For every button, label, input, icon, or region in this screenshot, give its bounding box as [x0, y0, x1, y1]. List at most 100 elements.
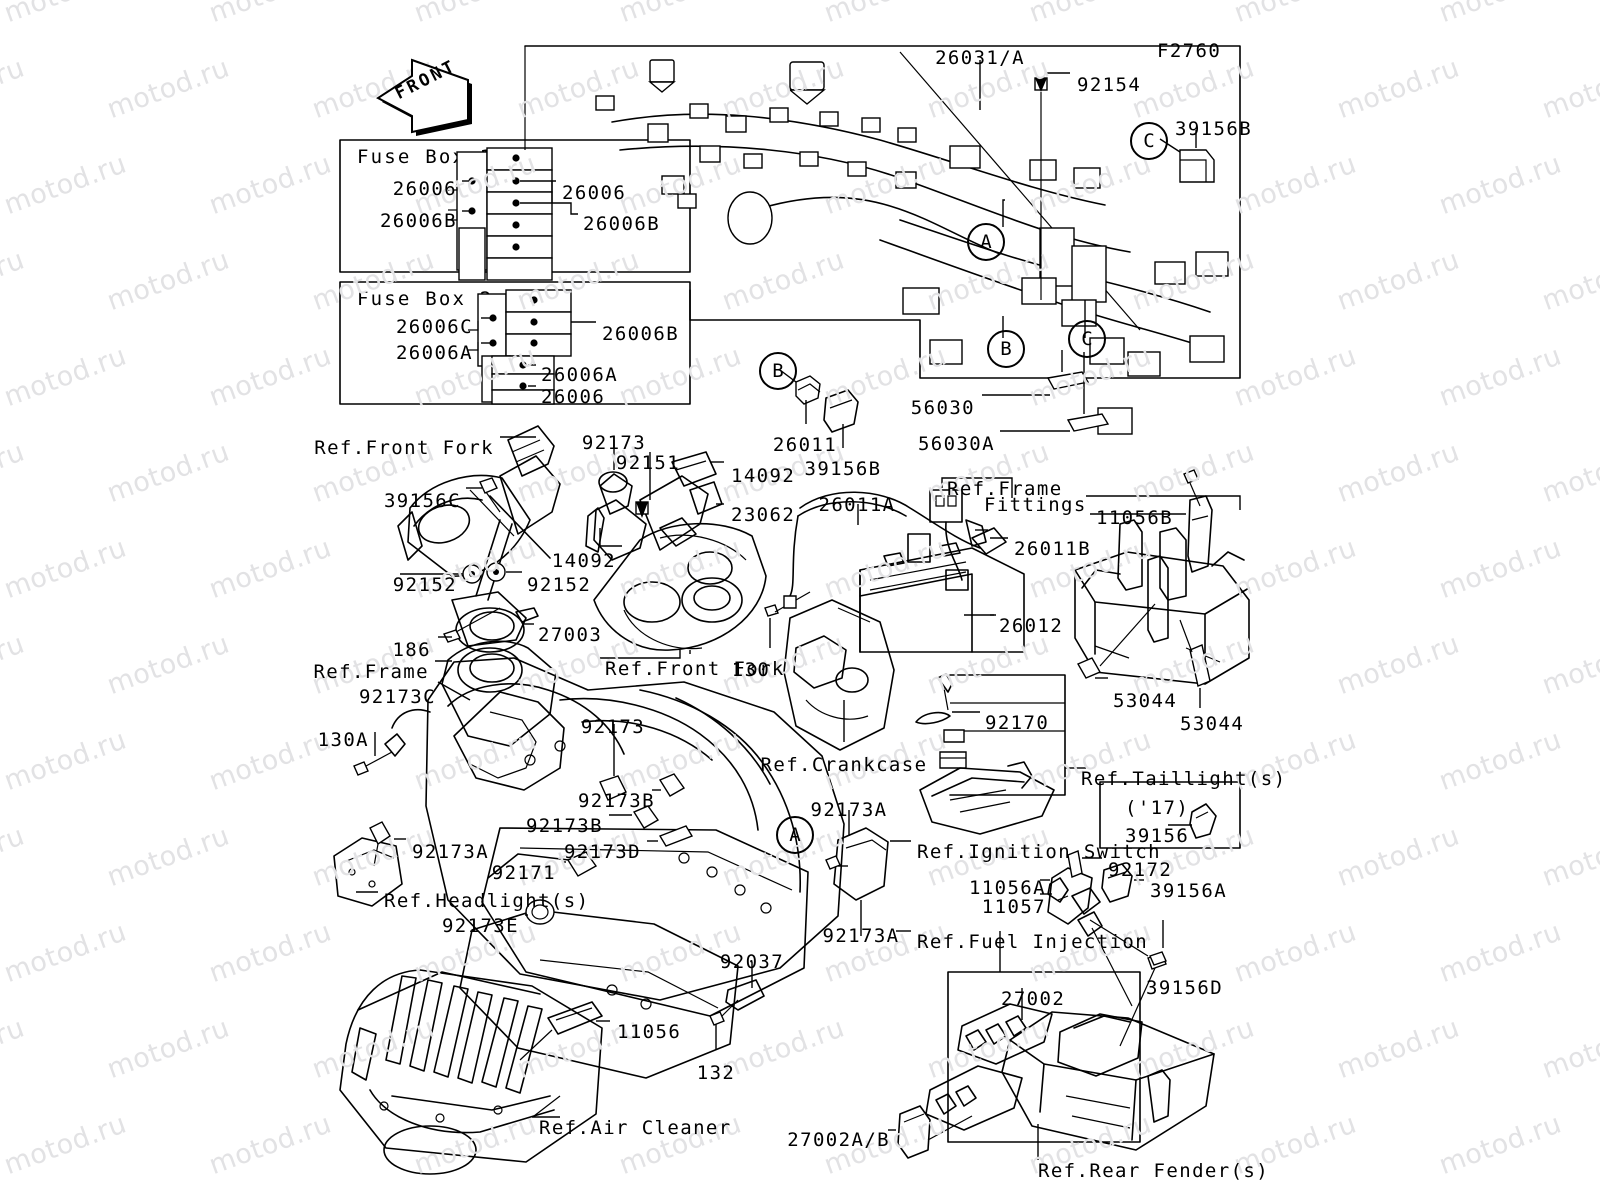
circle-tag-b-top: B: [987, 330, 1025, 368]
part-callout: 14092: [551, 550, 616, 572]
part-callout: Ref.Frame: [313, 661, 429, 683]
part-callout: 53044: [1113, 690, 1178, 712]
relay-39156b-top: [1159, 130, 1215, 183]
part-callout: 92151: [615, 452, 681, 474]
part-callout: Ref.Crankcase: [760, 754, 928, 776]
part-callout: 92172: [1108, 859, 1173, 881]
part-callout: 39156B: [804, 458, 882, 480]
part-callout: 39156D: [1146, 977, 1224, 999]
part-callout: ('17): [1125, 797, 1190, 819]
part-callout: 27002: [1001, 988, 1066, 1010]
part-callout: 23062: [731, 504, 796, 526]
part-callout: 39156C: [383, 490, 461, 512]
part-callout: 26006C: [395, 316, 473, 338]
part-callout: 53044: [1180, 713, 1245, 735]
part-callout: 26006A: [541, 364, 619, 386]
air-cleaner-ref: [339, 969, 610, 1175]
part-callout: 39156B: [1175, 118, 1253, 140]
part-callout: Ref.Air Cleaner: [539, 1117, 732, 1139]
part-callout: 56030: [910, 397, 975, 419]
main-harness-group: [524, 45, 1241, 435]
part-callout: 92170: [985, 712, 1050, 734]
part-callout: 92173C: [358, 686, 436, 708]
circle-tag-a-frame: A: [776, 816, 814, 854]
part-callout: Ref.Front Fork: [605, 658, 785, 680]
part-callout: 26011A: [818, 494, 896, 516]
part-callout: 11057: [981, 896, 1046, 918]
circle-tag-a-top: A: [967, 223, 1005, 261]
part-callout: 11056B: [1096, 507, 1174, 529]
part-callout: 26031/A: [935, 47, 1025, 69]
fuse-box-2-graphic: [468, 289, 596, 405]
front-direction-arrow: FRONT: [376, 56, 486, 142]
part-callout: 27002A/B: [787, 1129, 890, 1151]
part-callout: 130A: [317, 729, 369, 751]
circle-tag-c-top: C: [1068, 320, 1106, 358]
part-callout: Ref.Ignition Switch: [917, 841, 1161, 863]
part-callout: Ref.Fuel Injection: [917, 931, 1149, 953]
taillight-group: [915, 673, 1078, 835]
part-callout: 92152: [527, 574, 592, 596]
part-callout: 92173E: [441, 915, 519, 937]
part-callout: 92173D: [563, 841, 641, 863]
part-callout: 92152: [392, 574, 457, 596]
part-callout: 92173: [580, 716, 646, 738]
front-fork-assembly: [397, 425, 561, 653]
part-callout: 26006: [562, 182, 627, 204]
part-callout: 92173B: [577, 790, 655, 812]
battery-tray-group: [1074, 469, 1250, 708]
part-callout: Ref.Rear Fender(s): [1038, 1160, 1270, 1182]
part-callout: 26012: [999, 615, 1064, 637]
part-callout: 92037: [719, 951, 785, 973]
part-callout: 92171: [491, 862, 556, 884]
part-callout: 132: [696, 1062, 736, 1084]
main-frame: [333, 640, 889, 1079]
part-callout: 39156A: [1150, 880, 1228, 902]
part-callout: 26006B: [602, 323, 680, 345]
part-callout: 92173B: [525, 815, 603, 837]
frame-holes: [524, 740, 772, 1010]
part-callout: 56030A: [917, 433, 995, 455]
part-callout: F2760: [1157, 40, 1222, 62]
part-callout: 14092: [731, 465, 796, 487]
part-callout: Ref.Headlight(s): [384, 890, 590, 912]
fuse-box-2-panel: [339, 281, 691, 405]
fuse-box-1-graphic: [448, 147, 578, 281]
part-callout: 92173: [581, 432, 647, 454]
part-callout: 11056A: [968, 877, 1046, 899]
part-callout: 92173A: [412, 841, 490, 863]
part-callout: 26011: [772, 434, 838, 456]
part-callout: 92173A: [822, 925, 900, 947]
part-callout: 39156: [1125, 825, 1190, 847]
harness-connectors: [595, 59, 1229, 435]
crankcase-ref: [783, 599, 895, 751]
ignition-lock-assembly: [585, 440, 724, 561]
part-callout: Ref.Frame: [947, 478, 1063, 500]
part-callout: 11056: [617, 1021, 682, 1043]
part-callout: Ref.Taillight(s): [1081, 768, 1287, 790]
air-cleaner-fins: [385, 975, 543, 1094]
part-callout: 26006B: [379, 210, 457, 232]
part-callout: 26006B: [583, 213, 661, 235]
part-callout: Ref.Front Fork: [314, 437, 494, 459]
rear-fender-ref: [1001, 920, 1215, 1160]
year17-box: [1099, 781, 1241, 849]
fuel-injection-box: [888, 931, 1141, 1159]
part-callout: 27003: [538, 624, 603, 646]
part-callout: 26006A: [395, 342, 473, 364]
part-callout: 186: [392, 639, 431, 661]
part-callout: 26006: [541, 386, 606, 408]
circle-tag-c-relay: C: [1130, 122, 1168, 160]
circle-tag-b-center: B: [759, 352, 797, 390]
part-callout: 26011B: [1014, 538, 1092, 560]
fuse-box-2-title: Fuse Box 2: [357, 288, 494, 310]
battery-group: [783, 477, 1025, 653]
part-callout: 92154: [1077, 74, 1142, 96]
part-callout: 130: [731, 659, 771, 681]
part-callout: Fittings: [984, 494, 1087, 516]
fuse-box-1-panel: [339, 139, 691, 281]
lower-triple-clamp: [593, 522, 811, 659]
